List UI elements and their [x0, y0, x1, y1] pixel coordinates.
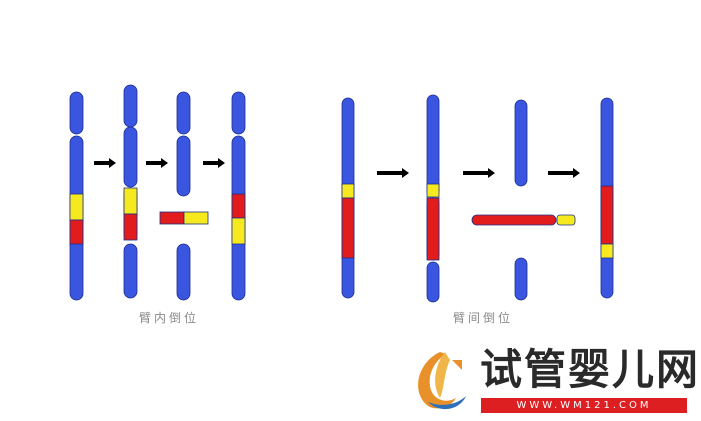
yellow-band: [426, 183, 440, 198]
chromatid-arm: [176, 243, 191, 301]
right-arrow-icon: [203, 158, 225, 168]
paracentric-caption: 臂内倒位: [139, 311, 200, 325]
chromosome-3-lower-arm: [176, 243, 191, 301]
rotating-segment: [159, 211, 209, 225]
chromatid-arm: [514, 257, 528, 301]
right-arrow-icon: [146, 158, 168, 168]
yellow-band: [231, 217, 246, 245]
right-arrow-icon: [548, 168, 580, 178]
yellow-band: [69, 193, 84, 221]
chromosome-7-lower: [514, 257, 528, 301]
chromosome-3-short-arm: [176, 91, 191, 135]
red-band: [471, 214, 557, 226]
red-band: [159, 211, 185, 225]
chromosome-6-upper: [426, 94, 440, 198]
yellow-band: [600, 243, 614, 259]
chromatid-arm: [123, 84, 138, 128]
chromosome-7-upper: [514, 99, 528, 187]
yellow-band: [556, 214, 576, 226]
chromatid-arm: [123, 126, 138, 188]
red-band: [600, 185, 614, 245]
chromosome-2-short-arm: [123, 84, 138, 128]
red-band: [426, 197, 440, 261]
chromatid-arm: [123, 243, 138, 299]
right-arrow-icon: [377, 168, 409, 178]
yellow-band: [123, 187, 138, 215]
chromosome-1-short-arm: [69, 91, 84, 135]
chromosome-2-lower-arm: [123, 243, 138, 299]
red-band: [69, 219, 84, 245]
red-band: [231, 193, 246, 219]
site-logo-icon: [418, 352, 466, 410]
chromatid-arm: [231, 91, 246, 135]
yellow-band: [183, 211, 209, 225]
chromatid-arm: [176, 91, 191, 135]
watermark-url: WWW.WM121.COM: [481, 398, 687, 413]
red-band: [341, 197, 355, 259]
chromosome-6-middle: [426, 197, 440, 261]
chromosome-4-long-arm: [231, 135, 246, 301]
chromosome-5: [341, 97, 355, 299]
arrows: [94, 158, 580, 178]
chromosome-1-long-arm: [69, 135, 84, 301]
chromatid-arm: [176, 135, 191, 197]
right-arrow-icon: [94, 158, 116, 168]
chromatid-arm: [426, 94, 440, 198]
right-arrow-icon: [463, 168, 495, 178]
chromosome-8: [600, 97, 614, 299]
red-band: [123, 213, 138, 241]
paracentric-inversion-panel: [69, 84, 246, 301]
yellow-band: [341, 183, 355, 199]
chromosome-6-lower: [426, 261, 440, 303]
chromatid-arm: [514, 99, 528, 187]
watermark-name: 试管婴儿网: [480, 345, 701, 394]
chromosome-2-inverting-piece: [123, 187, 138, 241]
rotating-segment: [471, 214, 576, 226]
chromosome-2-upper-arm: [123, 126, 138, 188]
pericentric-inversion-panel: [341, 94, 614, 303]
chromosome-4-short-arm: [231, 91, 246, 135]
pericentric-caption: 臂间倒位: [453, 311, 514, 325]
chromosome-3-upper-arm: [176, 135, 191, 197]
chromatid-arm: [426, 261, 440, 303]
chromatid-arm: [69, 91, 84, 135]
